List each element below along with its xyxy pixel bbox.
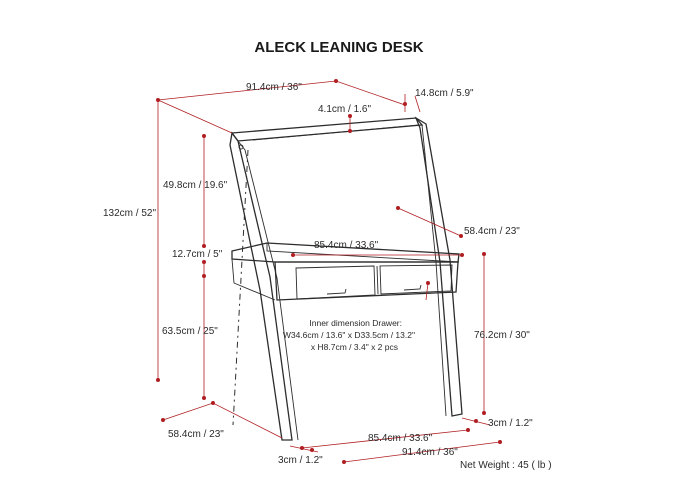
label-top-depth: 14.8cm / 5.9" <box>415 88 474 99</box>
dimension-labels: 91.4cm / 36" 14.8cm / 5.9" 4.1cm / 1.6" … <box>103 82 533 466</box>
dim-point <box>202 244 206 248</box>
dim-point <box>202 396 206 400</box>
desk-surface-back-edge <box>266 243 460 263</box>
dim-point <box>161 418 165 422</box>
dim-point <box>348 129 352 133</box>
top-shelf-back-edge <box>252 124 420 141</box>
top-shelf <box>230 117 424 142</box>
net-weight: Net Weight : 45 ( lb ) <box>460 460 552 471</box>
label-leg-thickness-right: 3cm / 1.2" <box>488 418 533 429</box>
label-desk-inner-width: 85.4cm / 33.6" <box>314 240 379 251</box>
drawer-divider <box>376 265 379 295</box>
dim-point <box>396 206 400 210</box>
diagram-title: ALECK LEANING DESK <box>254 39 423 56</box>
label-top-width: 91.4cm / 36" <box>246 82 302 93</box>
dim-point <box>482 411 486 415</box>
dim-desk-depth-line <box>397 207 462 237</box>
dim-top-ext <box>157 99 233 134</box>
dim-point <box>474 419 478 423</box>
dim-base-width-line <box>343 441 501 463</box>
left-rail-bolt-top <box>238 144 244 150</box>
drawer-callout-leader <box>425 282 429 301</box>
label-desk-height: 76.2cm / 30" <box>474 330 530 341</box>
dim-point <box>211 401 215 405</box>
drawer-left-handle <box>326 288 347 295</box>
dim-point <box>291 253 295 257</box>
label-lower-height: 63.5cm / 25" <box>162 326 218 337</box>
dim-point <box>498 440 502 444</box>
dim-point <box>482 252 486 256</box>
label-base-width: 91.4cm / 36" <box>402 447 458 458</box>
label-desk-depth: 58.4cm / 23" <box>464 226 520 237</box>
dim-point <box>202 134 206 138</box>
dim-point <box>202 260 206 264</box>
label-base-depth-left: 58.4cm / 23" <box>168 429 224 440</box>
right-rail <box>414 116 463 417</box>
dim-point <box>460 253 464 257</box>
dimension-lines <box>156 79 502 464</box>
left-rail <box>229 131 293 441</box>
drawer-right-handle <box>403 284 422 291</box>
drawer-box-side <box>231 258 276 301</box>
dim-point <box>156 378 160 382</box>
drawer-box <box>274 261 459 301</box>
dim-point <box>348 114 352 118</box>
dim-point <box>342 460 346 464</box>
drawer-note: Inner dimension Drawer: W34.6cm / 13.6" … <box>283 318 415 352</box>
hidden-back-rail <box>232 149 249 426</box>
drawer-note-line3: x H8.7cm / 3.4" x 2 pcs <box>311 342 398 352</box>
drawer-right-front <box>379 264 453 295</box>
dim-point <box>426 281 430 285</box>
label-upper-height: 49.8cm / 19.6" <box>163 180 228 191</box>
drawer-note-line1: Inner dimension Drawer: <box>309 318 402 328</box>
desk-outline <box>229 116 463 441</box>
drawer-left-front <box>295 265 376 300</box>
label-base-inner-width: 85.4cm / 33.6" <box>368 433 433 444</box>
dim-point <box>459 234 463 238</box>
label-desk-apron: 12.7cm / 5" <box>172 249 223 260</box>
dim-point <box>466 428 470 432</box>
label-leg-thickness-bottom: 3cm / 1.2" <box>278 455 323 466</box>
left-rail-inner <box>237 140 299 441</box>
dim-point <box>310 448 314 452</box>
label-overall-height: 132cm / 52" <box>103 208 156 219</box>
dim-point <box>403 102 407 106</box>
dim-point <box>334 79 338 83</box>
drawer-note-line2: W34.6cm / 13.6" x D33.5cm / 13.2" <box>283 330 415 340</box>
label-shelf-lip: 4.1cm / 1.6" <box>318 104 371 115</box>
dim-base-width-inner-line <box>301 429 469 449</box>
